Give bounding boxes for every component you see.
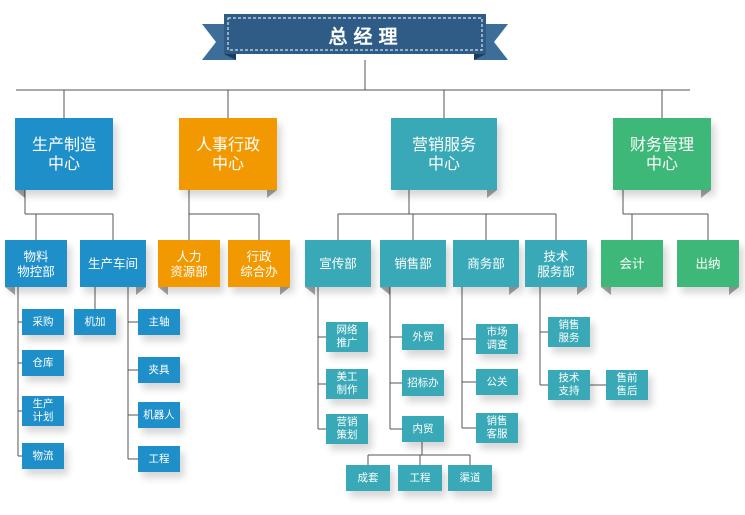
title-banner (202, 14, 508, 60)
org-node-warehouse: 仓库 (22, 350, 64, 376)
org-node-channel: 渠道 (448, 465, 492, 491)
general-manager-title: 总经理 (328, 25, 404, 48)
org-node-technical-support: 技术 支持 (548, 370, 590, 400)
org-node-bidding-office: 招标办 (402, 370, 444, 396)
org-node-publicity: 宣传部 (305, 240, 371, 287)
org-node-finance-management: 财务管理 中心 (613, 118, 711, 190)
fold-corner-technical-service (577, 287, 587, 295)
fold-corner-materials (5, 287, 15, 295)
org-node-sales-service: 销售 服务 (548, 317, 590, 347)
org-node-marketing-planning: 营销 策划 (326, 414, 368, 444)
org-node-hr-admin: 人事行政 中心 (179, 118, 277, 190)
fold-corner-business (509, 287, 519, 295)
org-node-sales: 销售部 (380, 240, 446, 287)
org-node-engineering: 工程 (138, 446, 180, 472)
org-node-complete-set: 成套 (346, 465, 390, 491)
org-node-sales-support-service: 销售 客服 (476, 413, 518, 443)
org-node-machining: 机加 (74, 309, 116, 335)
org-node-project: 工程 (398, 465, 442, 491)
org-node-production-planning: 生产 计划 (22, 396, 64, 426)
fold-corner-sales (380, 287, 390, 295)
org-node-hr: 人力 资源部 (158, 240, 220, 287)
fold-corner-marketing-service (487, 190, 497, 198)
org-node-market-research: 市场 调查 (476, 324, 518, 354)
fold-corner-publicity (305, 287, 315, 295)
org-node-art-production: 美工 制作 (326, 369, 368, 399)
org-node-business: 商务部 (453, 240, 519, 287)
org-node-production: 生产制造 中心 (15, 118, 113, 190)
org-node-marketing-service: 营销服务 中心 (391, 118, 497, 190)
fold-corner-production (15, 190, 25, 198)
org-node-domestic-trade: 内贸 (402, 416, 444, 442)
fold-corner-accounting (601, 287, 611, 295)
org-node-spindle: 主轴 (138, 309, 180, 335)
org-node-pre-after-sales: 售前 售后 (606, 370, 648, 400)
org-node-logistics: 物流 (22, 443, 64, 469)
org-node-public-relations: 公关 (476, 369, 518, 395)
org-node-robot: 机器人 (138, 402, 180, 428)
org-node-online-promotion: 网络 推广 (326, 322, 368, 352)
fold-corner-admin (280, 287, 290, 295)
fold-corner-finance-management (701, 190, 711, 198)
fold-corner-hr (158, 287, 168, 295)
fold-corner-cashier (729, 287, 739, 295)
org-node-materials: 物料 物控部 (5, 240, 67, 287)
org-node-fixture: 夹具 (138, 357, 180, 383)
org-node-foreign-trade: 外贸 (402, 324, 444, 350)
org-node-accounting: 会计 (601, 240, 663, 287)
fold-corner-workshop (136, 287, 146, 295)
org-node-admin: 行政 综合办 (228, 240, 290, 287)
org-node-technical-service: 技术 服务部 (525, 240, 587, 287)
fold-corner-hr-admin (267, 190, 277, 198)
org-node-cashier: 出纳 (677, 240, 739, 287)
org-node-workshop: 生产车间 (80, 240, 146, 287)
org-node-purchasing: 采购 (22, 309, 64, 335)
